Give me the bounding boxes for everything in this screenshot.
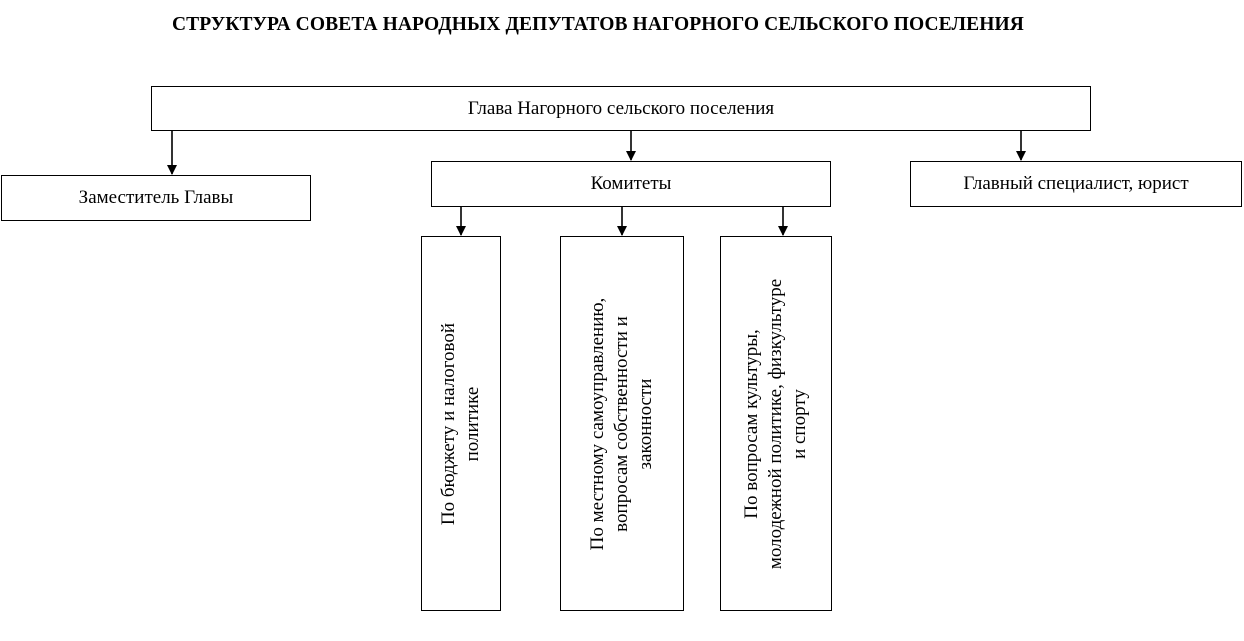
- specialist-label: Главный специалист, юрист: [963, 173, 1189, 194]
- committee-budget-box: По бюджету и налоговой политике: [421, 236, 501, 611]
- deputy-label: Заместитель Главы: [78, 187, 234, 208]
- head-label: Глава Нагорного сельского поселения: [467, 97, 775, 119]
- committee-self-government-label: По местному самоуправлению, вопросам соб…: [587, 297, 656, 550]
- deputy-box: Заместитель Главы: [1, 175, 311, 221]
- head-box: Глава Нагорного сельского поселения: [151, 86, 1091, 131]
- committee-self-government-box: По местному самоуправлению, вопросам соб…: [560, 236, 684, 611]
- committees-label: Комитеты: [590, 173, 672, 194]
- committee-budget-label: По бюджету и налоговой политике: [438, 322, 483, 525]
- specialist-box: Главный специалист, юрист: [910, 161, 1242, 207]
- diagram-title: СТРУКТУРА СОВЕТА НАРОДНЫХ ДЕПУТАТОВ НАГО…: [172, 14, 1024, 35]
- committee-culture-box: По вопросам культуры, молодежной политик…: [720, 236, 832, 611]
- committee-culture-label: По вопросам культуры, молодежной политик…: [741, 278, 810, 569]
- committees-box: Комитеты: [431, 161, 831, 207]
